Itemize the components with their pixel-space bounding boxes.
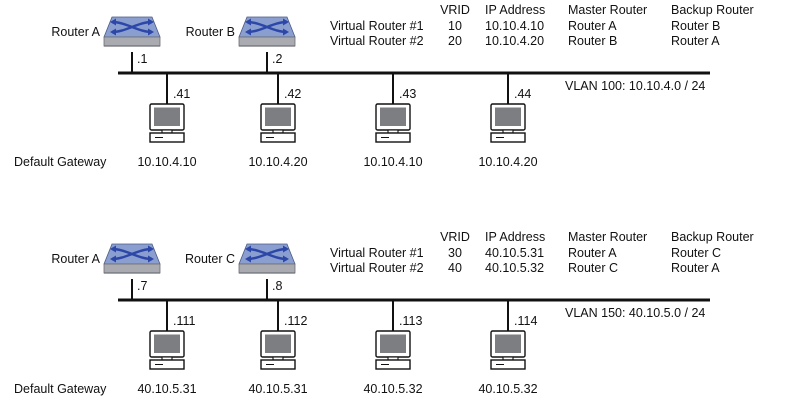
vrid-value: 40 xyxy=(448,261,462,275)
backup-router-value: Router C xyxy=(671,246,721,260)
ip-address-value: 40.10.5.32 xyxy=(485,261,544,275)
virtual-router-name: Virtual Router #2 xyxy=(330,34,424,48)
workstation-icon xyxy=(375,330,411,370)
master-router-value: Router A xyxy=(568,19,617,33)
ip-address-value: 10.10.4.20 xyxy=(485,34,544,48)
host-port-address: .43 xyxy=(399,87,416,101)
backup-router-header: Backup Router xyxy=(671,3,754,17)
router-name: Router B xyxy=(186,25,235,39)
master-router-value: Router A xyxy=(568,246,617,260)
router-name: Router A xyxy=(51,252,100,266)
vrid-header: VRID xyxy=(440,3,470,17)
virtual-router-name: Virtual Router #2 xyxy=(330,261,424,275)
router-port-address: .1 xyxy=(137,52,147,66)
workstation-icon xyxy=(260,103,296,143)
host-default-gateway: 10.10.4.10 xyxy=(363,155,422,169)
router-port-address: .8 xyxy=(272,279,282,293)
host-port-address: .114 xyxy=(514,314,537,328)
ip-address-header: IP Address xyxy=(485,230,545,244)
network-scenario-1: VRID IP Address Master Router Backup Router… xyxy=(14,3,754,169)
virtual-router-name: Virtual Router #1 xyxy=(330,246,424,260)
host-port-address: .44 xyxy=(514,87,531,101)
master-router-header: Master Router xyxy=(568,3,647,17)
host-default-gateway: 40.10.5.31 xyxy=(248,382,307,396)
vlan-label: VLAN 150: 40.10.5.0 / 24 xyxy=(565,306,705,320)
workstation-icon xyxy=(490,330,526,370)
vrid-value: 30 xyxy=(448,246,462,260)
ip-address-value: 10.10.4.10 xyxy=(485,19,544,33)
table-row: Virtual Router #1 10 10.10.4.10 Router A Rou… xyxy=(330,19,720,33)
host-port-address: .112 xyxy=(284,314,307,328)
master-router-header: Master Router xyxy=(568,230,647,244)
backup-router-header: Backup Router xyxy=(671,230,754,244)
vrid-value: 10 xyxy=(448,19,462,33)
vrrp-table: VRID IP Address Master Router Backup Router… xyxy=(330,3,754,48)
table-row: Virtual Router #2 20 10.10.4.20 Router B Rou… xyxy=(330,34,720,48)
host-default-gateway: 10.10.4.10 xyxy=(137,155,196,169)
host-port-address: .42 xyxy=(284,87,301,101)
workstation-icon xyxy=(149,330,185,370)
host-default-gateway: 10.10.4.20 xyxy=(248,155,307,169)
host-port-address: .113 xyxy=(399,314,422,328)
vrrp-table: VRID IP Address Master Router Backup Router… xyxy=(330,230,754,275)
backup-router-value: Router A xyxy=(671,34,720,48)
router-port-address: .7 xyxy=(137,279,147,293)
router-name: Router C xyxy=(185,252,235,266)
vrid-value: 20 xyxy=(448,34,462,48)
host-default-gateway: 40.10.5.32 xyxy=(363,382,422,396)
ip-address-value: 40.10.5.31 xyxy=(485,246,544,260)
workstation-icon xyxy=(149,103,185,143)
backup-router-value: Router B xyxy=(671,19,720,33)
host-default-gateway: 10.10.4.20 xyxy=(478,155,537,169)
ip-address-header: IP Address xyxy=(485,3,545,17)
default-gateway-label: Default Gateway xyxy=(14,382,107,396)
table-row: Virtual Router #2 40 40.10.5.32 Router C Rou… xyxy=(330,261,720,275)
router-icon xyxy=(103,243,161,274)
router-port-address: .2 xyxy=(272,52,282,66)
router-icon xyxy=(103,16,161,47)
workstation-icon xyxy=(490,103,526,143)
vrid-header: VRID xyxy=(440,230,470,244)
vlan-label: VLAN 100: 10.10.4.0 / 24 xyxy=(565,79,705,93)
router-icon xyxy=(238,243,296,274)
virtual-router-name: Virtual Router #1 xyxy=(330,19,424,33)
host-port-address: .111 xyxy=(173,314,196,328)
table-row: Virtual Router #1 30 40.10.5.31 Router A Rou… xyxy=(330,246,721,260)
workstation-icon xyxy=(375,103,411,143)
backup-router-value: Router A xyxy=(671,261,720,275)
router-icon xyxy=(238,16,296,47)
master-router-value: Router B xyxy=(568,34,617,48)
workstation-icon xyxy=(260,330,296,370)
host-default-gateway: 40.10.5.31 xyxy=(137,382,196,396)
master-router-value: Router C xyxy=(568,261,618,275)
network-scenario-2: VRID IP Address Master Router Backup Router… xyxy=(14,230,754,396)
router-name: Router A xyxy=(51,25,100,39)
default-gateway-label: Default Gateway xyxy=(14,155,107,169)
host-default-gateway: 40.10.5.32 xyxy=(478,382,537,396)
host-port-address: .41 xyxy=(173,87,190,101)
